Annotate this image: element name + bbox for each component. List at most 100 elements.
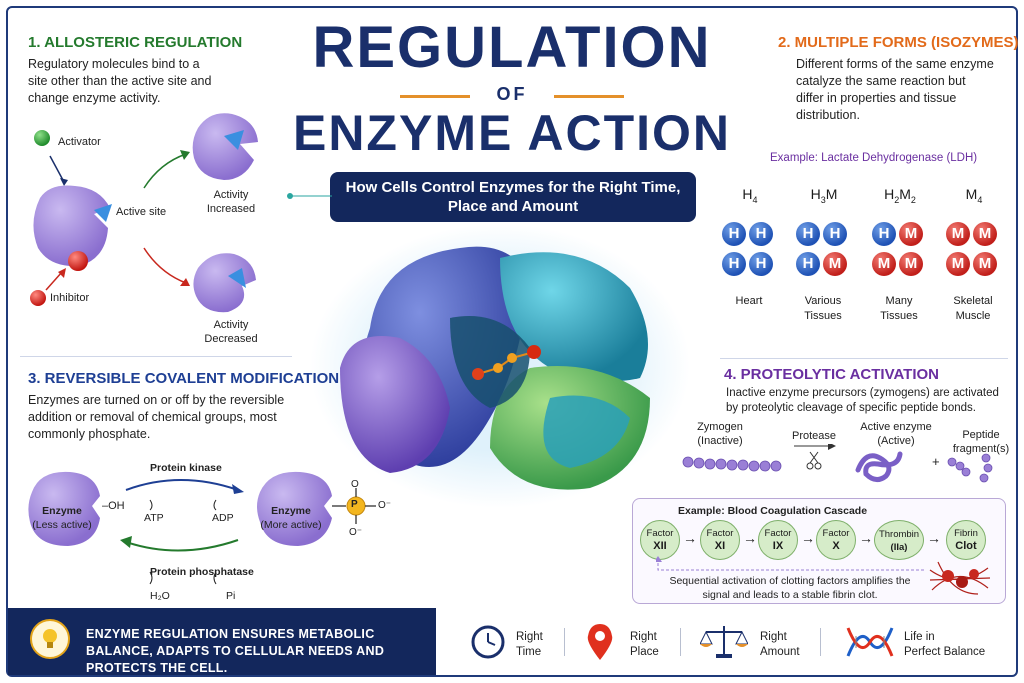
subunit-h: H [749, 222, 773, 246]
enzyme-main-shape [33, 185, 110, 267]
enzyme-increased-shape [192, 113, 258, 180]
coagulation-note: Sequential activation of clotting factor… [669, 575, 911, 601]
coagulation-factor: Thrombin(IIa) [874, 520, 924, 560]
proteolytic-diagram [682, 444, 993, 483]
dna-icon [846, 627, 894, 657]
zymogen-label: Zymogen(Inactive) [697, 421, 743, 447]
cascade-arrow: → [683, 530, 697, 546]
subunit-m: M [823, 252, 847, 276]
cascade-arrow: → [743, 530, 757, 546]
divider-right [720, 358, 1008, 359]
oh-group-label: –OH [102, 500, 125, 512]
protein-phosphatase-label: Protein phosphatase [150, 566, 254, 578]
section3-title: 3. REVERSIBLE COVALENT MODIFICATION [28, 370, 340, 387]
subunit-h: H [722, 222, 746, 246]
active-enzyme-label: Active enzyme(Active) [860, 421, 932, 447]
subtitle-connector [287, 193, 332, 199]
footer-banner [8, 608, 436, 675]
subunit-h: H [722, 252, 746, 276]
clock-icon [471, 625, 505, 659]
isozyme-tissue-label: Heart [735, 295, 763, 307]
fibrin-clot-illustration [929, 561, 991, 595]
footer-separator [820, 628, 821, 656]
section1-title: 1. ALLOSTERIC REGULATION [28, 34, 243, 51]
coagulation-example-label: Example: Blood Coagulation Cascade [678, 505, 868, 517]
cascade-arrow: → [927, 530, 941, 546]
subunit-m: M [899, 222, 923, 246]
substrate-molecule [472, 345, 541, 380]
enzyme-more-shape [257, 471, 332, 546]
covalent-modification-diagram [28, 471, 376, 585]
enzyme-molecule-illustration [310, 224, 690, 508]
section1-text: Regulatory molecules bind to a site othe… [28, 57, 212, 105]
subunit-m: M [872, 252, 896, 276]
section4-title: 4. PROTEOLYTIC ACTIVATION [724, 366, 940, 383]
allosteric-diagram [30, 113, 258, 313]
cascade-arrow: → [859, 530, 873, 546]
enzyme-less-shape [28, 471, 100, 546]
isozyme-formula: M4 [965, 186, 983, 205]
phosphate-o-top: O [351, 479, 359, 490]
activator-ball [34, 130, 50, 146]
page-frame [6, 6, 1018, 677]
isozyme-formula: H3M [810, 186, 838, 205]
feedback-arrow [656, 556, 926, 571]
adp-label: ADP [212, 512, 234, 524]
balance-scale-icon [700, 626, 748, 658]
subunit-h: H [796, 252, 820, 276]
section2-text: Different forms of the same enzyme catal… [796, 57, 994, 122]
title-of: OF [400, 84, 624, 105]
subunit-h: H [796, 222, 820, 246]
subunit-m: M [946, 222, 970, 246]
scissors-icon [806, 451, 822, 470]
active-site-label: Active site [116, 206, 167, 218]
inhibitor-bound [68, 251, 88, 271]
subunit-h: H [749, 252, 773, 276]
footer-message: ENZYME REGULATION ENSURES METABOLIC BALA… [86, 627, 385, 675]
footer-separator [564, 628, 565, 656]
plus-sign: + [932, 454, 940, 469]
section2-title: 2. MULTIPLE FORMS (ISOZYMES) [778, 34, 1019, 51]
enzyme-less-label: Enzyme(Less active) [32, 505, 92, 531]
activator-label: Activator [58, 136, 101, 148]
atp-label: ATP [144, 512, 164, 524]
h2o-label: H₂O [150, 590, 170, 602]
cascade-arrow: → [801, 530, 815, 546]
subunit-h: H [872, 222, 896, 246]
footer-separator [680, 628, 681, 656]
isozyme-formula: H4 [742, 186, 758, 205]
protease-label: Protease [792, 430, 837, 442]
inhibitor-label: Inhibitor [50, 292, 90, 304]
subtitle-banner: How Cells Control Enzymes for the Right … [330, 172, 696, 222]
lightbulb-icon [30, 619, 70, 659]
phosphate-o-minus-bottom: O⁻ [349, 527, 363, 538]
title-line2: ENZYME ACTION [292, 105, 732, 161]
isozyme-formula: H2M2 [884, 186, 916, 205]
subunit-m: M [946, 252, 970, 276]
phosphate-p-label: P [351, 499, 358, 510]
title-line1: REGULATION [312, 15, 712, 80]
subunit-h: H [823, 222, 847, 246]
section4-text: Inactive enzyme precursors (zymogens) ar… [726, 387, 999, 414]
phosphate-o-minus-right: O⁻ [378, 500, 392, 511]
enzyme-decreased-shape [193, 253, 256, 313]
active-site-triangle [94, 204, 112, 222]
section3-text: Enzymes are turned on or off by the reve… [28, 393, 285, 441]
divider-left [20, 356, 292, 357]
pi-label: Pi [226, 590, 236, 602]
inhibitor-ball [30, 290, 46, 306]
